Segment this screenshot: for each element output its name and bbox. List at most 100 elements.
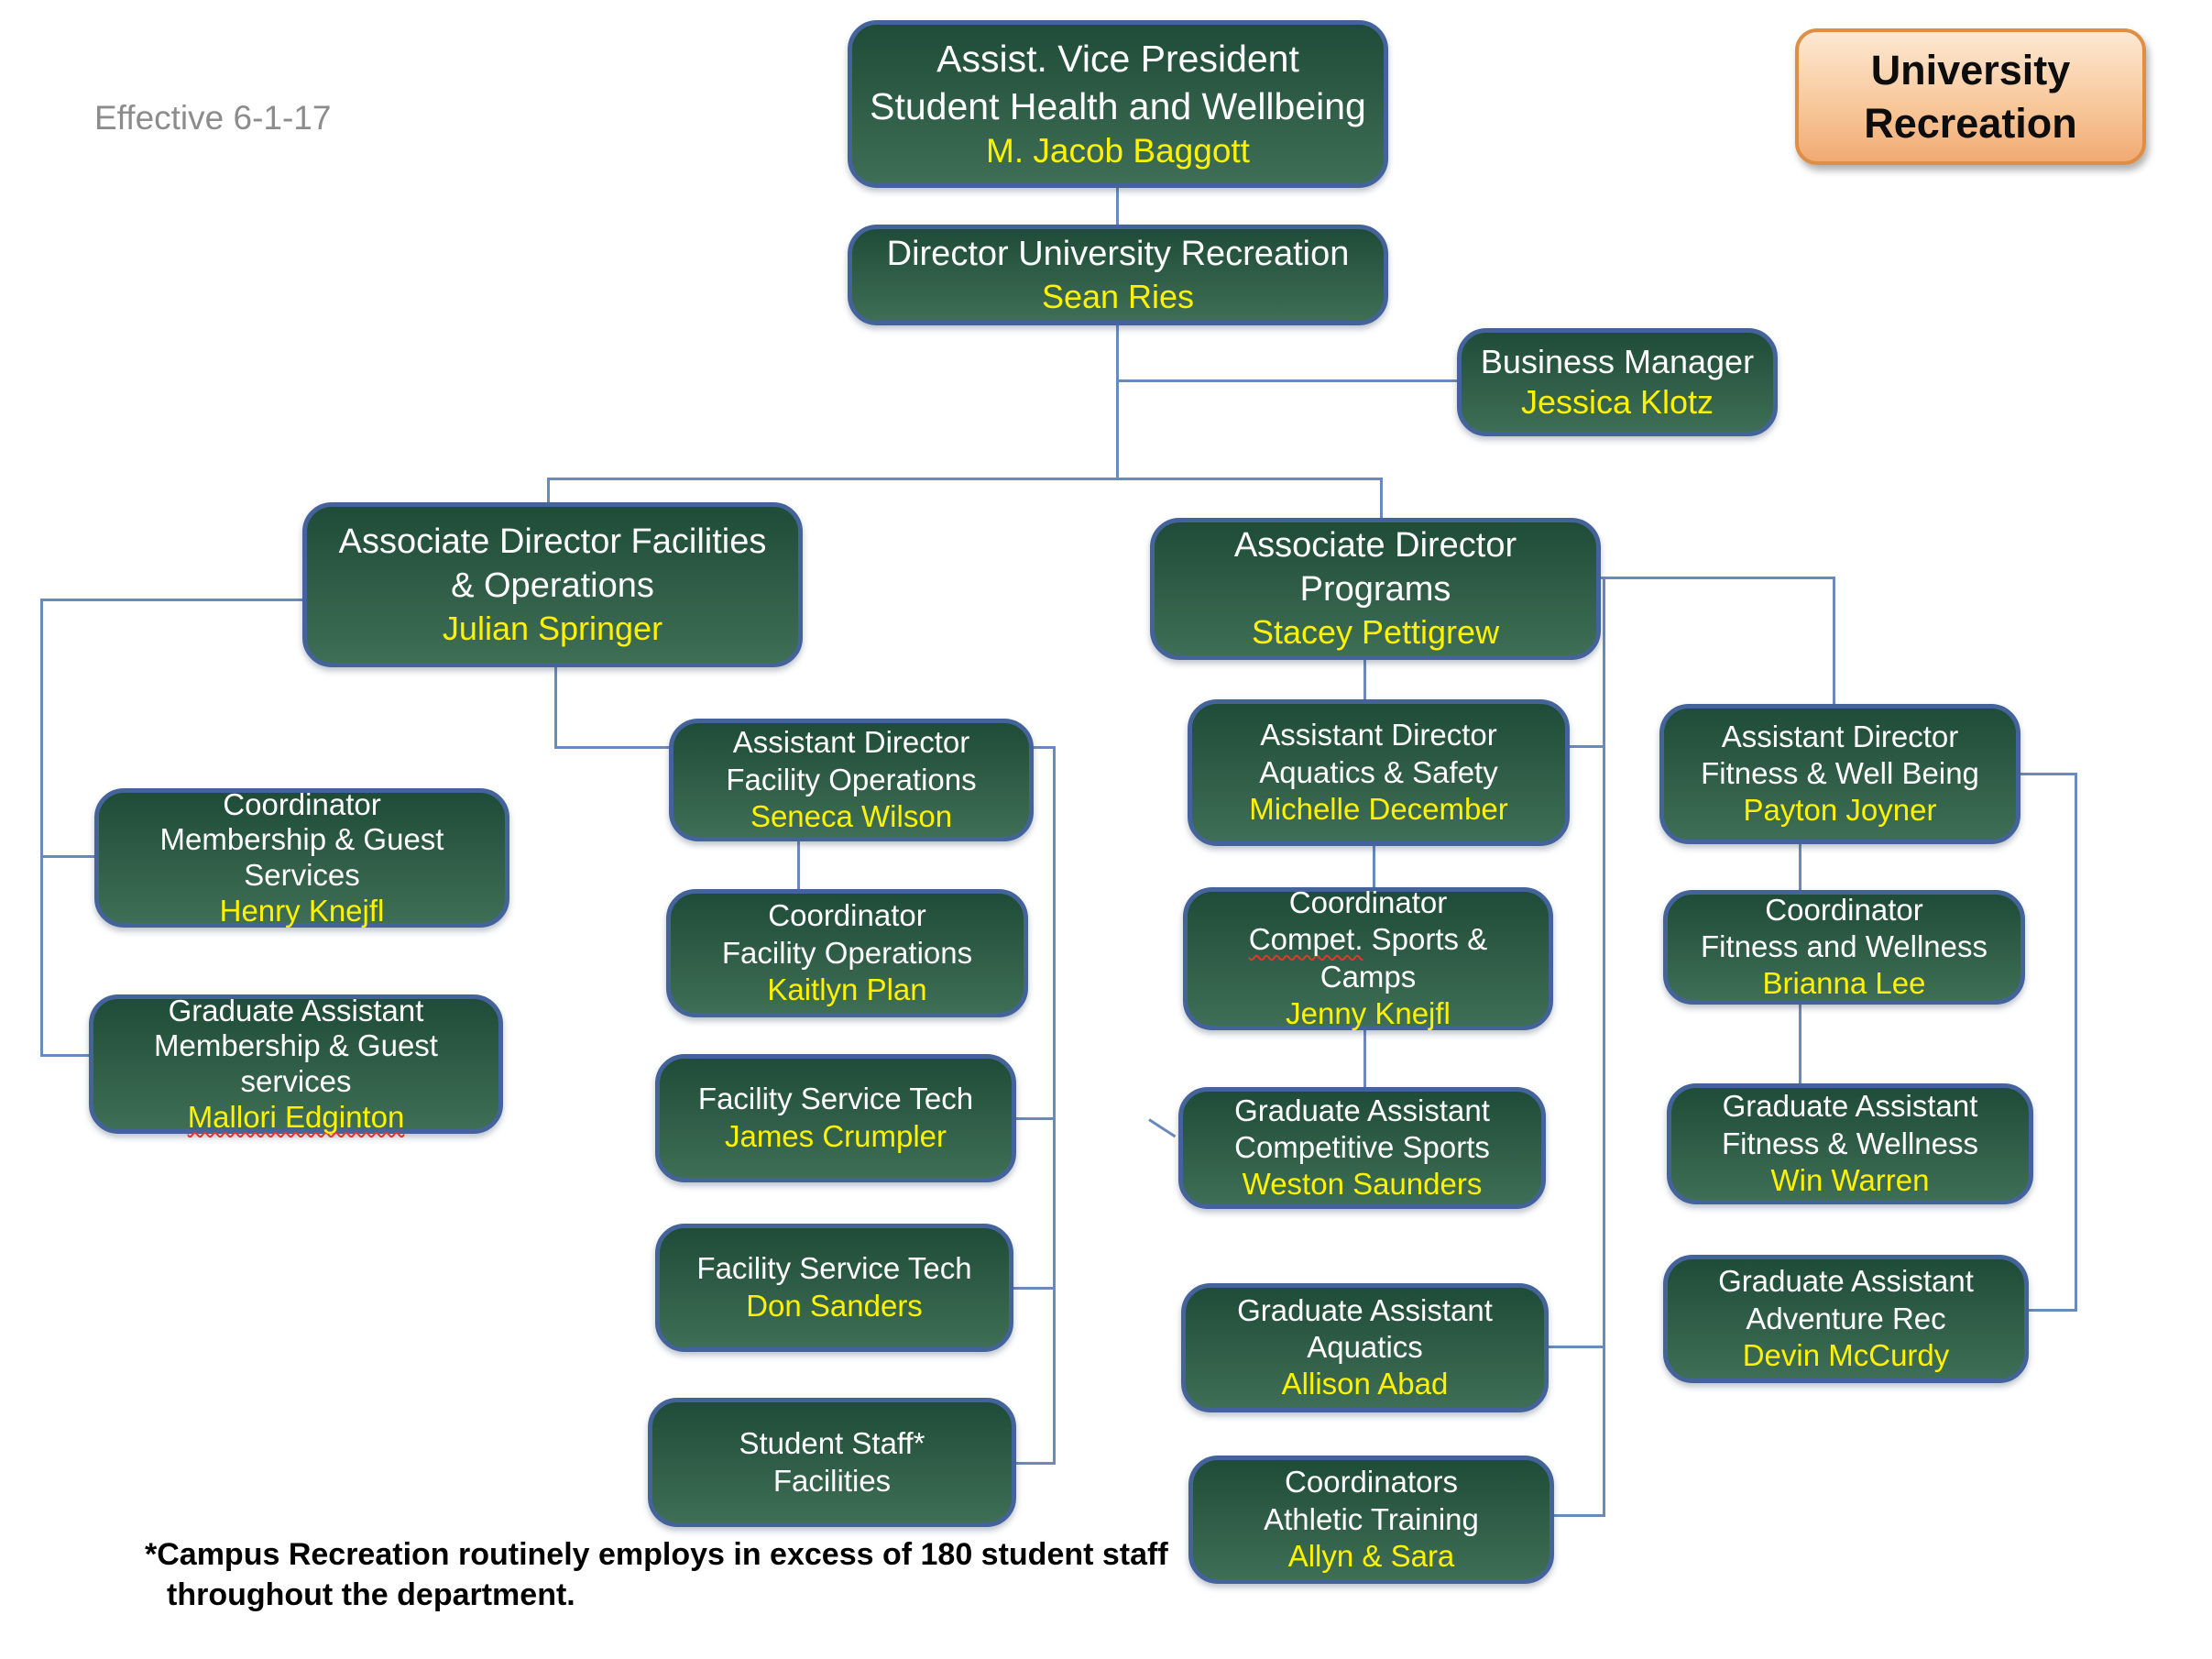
effective-date-label: Effective 6-1-17 bbox=[94, 99, 332, 137]
connector-programs-adaquatics bbox=[1363, 660, 1366, 701]
box-person-name: Devin McCurdy bbox=[1742, 1337, 1950, 1372]
connector-right-spine bbox=[2075, 773, 2077, 1312]
connector-leftbracket-ga-membership bbox=[40, 1054, 92, 1057]
org-box-ga-adventure-rec: Graduate Assistant Adventure Rec Devin M… bbox=[1663, 1255, 2029, 1383]
org-box-facility-service-tech-1: Facility Service Tech James Crumpler bbox=[655, 1054, 1016, 1182]
university-recreation-badge: University Recreation bbox=[1795, 28, 2146, 165]
connector-athletictraining-spine bbox=[1554, 1514, 1605, 1517]
org-box-asst-dir-aquatics: Assistant Director Aquatics & Safety Mic… bbox=[1188, 699, 1570, 846]
org-box-assoc-dir-facilities: Associate Director Facilities & Operatio… bbox=[302, 502, 803, 667]
box-title: Fitness and Wellness bbox=[1700, 929, 1988, 964]
footnote: *Campus Recreation routinely employs in … bbox=[145, 1534, 1168, 1615]
org-box-avp-student-health: Assist. Vice President Student Health an… bbox=[848, 20, 1388, 188]
box-title: Aquatics bbox=[1307, 1330, 1423, 1365]
box-title: & Operations bbox=[451, 566, 654, 605]
connector-facilities-down bbox=[554, 667, 557, 748]
connector-spine-studentstaff bbox=[1016, 1462, 1056, 1465]
org-box-coord-facility-ops: Coordinator Facility Operations Kaitlyn … bbox=[666, 889, 1028, 1017]
box-title: Facility Operations bbox=[726, 762, 977, 797]
box-title: Facility Service Tech bbox=[697, 1082, 974, 1116]
org-box-director: Director University Recreation Sean Ries bbox=[848, 225, 1388, 325]
box-title: Facility Service Tech bbox=[696, 1251, 972, 1286]
box-person-name: Payton Joyner bbox=[1743, 793, 1937, 828]
box-title-rest: Sports & Camps bbox=[1320, 922, 1488, 994]
connector-down-adfitness bbox=[1833, 577, 1835, 706]
connector-facilities-leftbracket bbox=[40, 599, 304, 601]
box-person-name: Jessica Klotz bbox=[1520, 383, 1714, 422]
org-box-coord-compet-sports: Coordinator Compet. Sports & Camps Jenny… bbox=[1183, 885, 1553, 1030]
box-person-name: Sean Ries bbox=[1041, 277, 1195, 315]
box-title: Coordinator bbox=[768, 898, 926, 933]
connector-adfitness-coordfitness bbox=[1799, 844, 1801, 892]
connector-branch-programs bbox=[1380, 478, 1383, 520]
footnote-line2: throughout the department. bbox=[167, 1577, 575, 1613]
box-title: Coordinators bbox=[1285, 1465, 1458, 1500]
box-title: Student Staff* bbox=[739, 1426, 925, 1461]
connector-facilities-spine bbox=[1053, 746, 1056, 1465]
box-title: Coordinator bbox=[1288, 885, 1448, 920]
box-title: Graduate Assistant bbox=[168, 993, 424, 1027]
connector-adaquatics-coordcompet bbox=[1373, 846, 1375, 889]
box-title: Adventure Rec bbox=[1746, 1301, 1946, 1335]
connector-facilities-to-adfacops bbox=[554, 746, 671, 749]
org-box-business-manager: Business Manager Jessica Klotz bbox=[1457, 328, 1778, 436]
box-title: Membership & Guest bbox=[159, 822, 444, 857]
box-person-name: Don Sanders bbox=[746, 1288, 923, 1323]
box-title: Athletic Training bbox=[1264, 1501, 1479, 1536]
connector-leftbracket-vertical bbox=[40, 599, 43, 1057]
connector-branch-horizontal bbox=[547, 478, 1383, 480]
org-box-coord-athletic-training: Coordinators Athletic Training Allyn & S… bbox=[1188, 1456, 1554, 1584]
box-title: Associate Director bbox=[1233, 526, 1517, 566]
org-box-ga-membership: Graduate Assistant Membership & Guest se… bbox=[89, 994, 503, 1134]
box-title: Membership & Guest services bbox=[154, 1028, 438, 1098]
box-title: Student Health and Wellbeing bbox=[870, 84, 1366, 127]
box-person-name: Weston Saunders bbox=[1242, 1167, 1483, 1202]
connector-adfacops-to-spine bbox=[1034, 746, 1056, 749]
connector-gaadventure-rightspine bbox=[2029, 1309, 2077, 1312]
connector-adaquatics-spine bbox=[1570, 745, 1604, 748]
box-person-name: Stacey Pettigrew bbox=[1251, 613, 1500, 652]
org-box-ga-competitive-sports: Graduate Assistant Competitive Sports We… bbox=[1178, 1087, 1546, 1209]
box-person-name: Brianna Lee bbox=[1762, 966, 1926, 1001]
connector-director-business bbox=[1116, 379, 1459, 382]
connector-gacomp-stub bbox=[1148, 1118, 1177, 1138]
box-person-name: Michelle December bbox=[1249, 791, 1508, 826]
org-box-asst-dir-fitness: Assistant Director Fitness & Well Being … bbox=[1659, 704, 2020, 844]
box-title: Graduate Assistant bbox=[1237, 1292, 1493, 1327]
box-title: Coordinator bbox=[1765, 892, 1923, 927]
org-box-asst-dir-facility-ops: Assistant Director Facility Operations S… bbox=[669, 719, 1034, 841]
box-person-name: Allyn & Sara bbox=[1287, 1538, 1455, 1573]
box-person-name: Allison Abad bbox=[1281, 1367, 1449, 1401]
connector-spine-fst1 bbox=[1016, 1117, 1056, 1120]
box-title: Graduate Assistant bbox=[1722, 1089, 1978, 1124]
box-title: Fitness & Well Being bbox=[1701, 756, 1979, 791]
box-title: Business Manager bbox=[1480, 343, 1755, 380]
box-title: Fitness & Wellness bbox=[1722, 1126, 1978, 1160]
box-title: Graduate Assistant bbox=[1234, 1093, 1490, 1127]
org-box-ga-aquatics: Graduate Assistant Aquatics Allison Abad bbox=[1181, 1283, 1549, 1412]
connector-coordcompet-gacomp bbox=[1363, 1030, 1366, 1089]
box-title: Aquatics & Safety bbox=[1259, 754, 1498, 789]
box-title: Director University Recreation bbox=[886, 234, 1350, 273]
box-person-name: Kaitlyn Plan bbox=[767, 972, 927, 1006]
box-title: Assistant Director bbox=[732, 725, 970, 760]
box-title: Assistant Director bbox=[1260, 718, 1497, 753]
box-title: Services bbox=[244, 858, 360, 892]
box-person-name: Henry Knejfl bbox=[219, 893, 385, 928]
box-title: Compet. Sports & Camps bbox=[1199, 921, 1538, 995]
org-box-student-staff: Student Staff* Facilities bbox=[648, 1398, 1016, 1527]
footnote-line1: *Campus Recreation routinely employs in … bbox=[145, 1537, 1168, 1572]
box-title: Facility Operations bbox=[721, 935, 973, 970]
connector-gaaquatics-spine bbox=[1549, 1346, 1604, 1348]
box-person-name: James Crumpler bbox=[724, 1118, 947, 1153]
box-person-name: Win Warren bbox=[1770, 1162, 1930, 1197]
box-title: Assistant Director bbox=[1721, 719, 1959, 753]
box-title: Competitive Sports bbox=[1234, 1130, 1490, 1165]
connector-adfitness-rightspine bbox=[2020, 773, 2077, 775]
box-person-name: M. Jacob Baggott bbox=[986, 131, 1250, 170]
box-person-name: Julian Springer bbox=[442, 609, 663, 647]
misspelled-word: Compet. bbox=[1248, 922, 1363, 957]
box-title: Programs bbox=[1299, 570, 1451, 610]
connector-leftbracket-coord-membership bbox=[40, 855, 96, 858]
